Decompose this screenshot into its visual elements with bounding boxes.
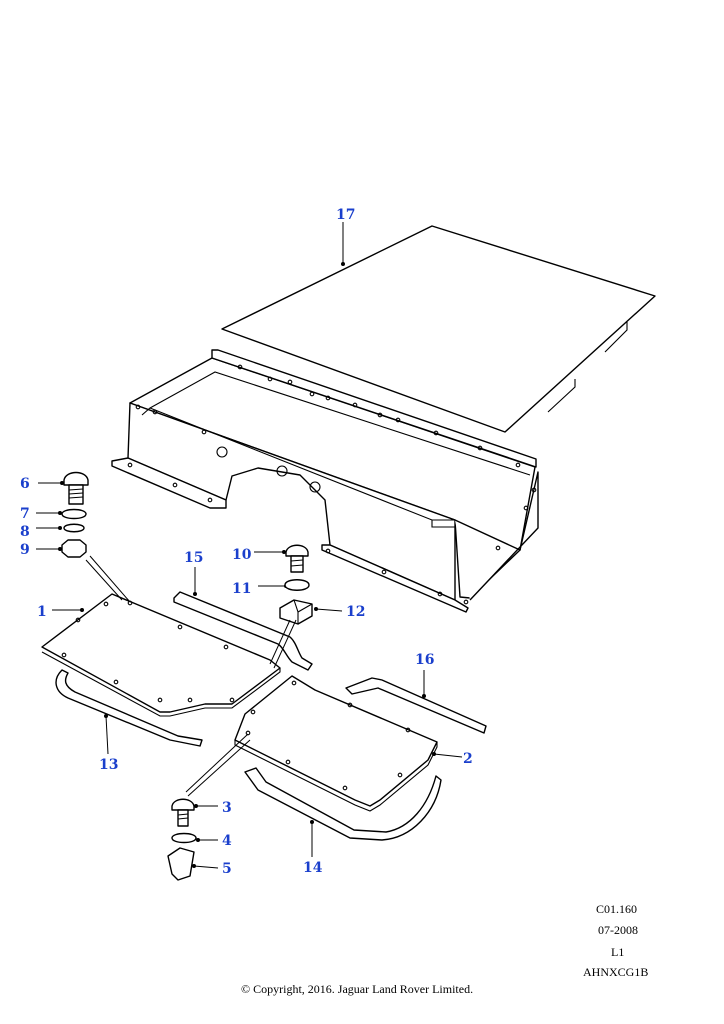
part-8-lockwasher [63,523,85,533]
part-9-nut [61,539,87,558]
part-7-washer [61,508,87,520]
callout-15[interactable]: 15 [184,550,203,566]
drawing-reference: AHNXCG1B [583,965,649,979]
part-15-strip [173,591,313,671]
part-11-washer [284,579,310,591]
callout-16[interactable]: 16 [415,652,434,668]
frame-holes [127,364,537,605]
part-12-clip [279,599,313,625]
part-13-seal [55,669,203,747]
part-3-screw [171,798,195,827]
leader-dots [58,262,436,868]
callout-12[interactable]: 12 [346,604,365,620]
callout-8[interactable]: 8 [20,524,30,540]
copyright-notice: © Copyright, 2016. Jaguar Land Rover Lim… [241,982,474,996]
callout-6[interactable]: 6 [20,476,30,492]
callout-labels: 17 6 7 8 9 1 15 10 11 12 16 2 13 3 4 5 1… [20,207,473,877]
callout-9[interactable]: 9 [20,542,30,558]
callout-2[interactable]: 2 [463,751,473,767]
part-10-screw [285,544,309,573]
callout-14[interactable]: 14 [303,860,323,876]
part-4-washer [171,832,197,844]
part-5-nut [167,847,195,881]
callout-5[interactable]: 5 [222,861,232,877]
part-1-panel [41,593,281,717]
callout-1[interactable]: 1 [37,604,47,620]
drawing-code: C01.160 [596,902,638,916]
leader-lines [36,222,463,869]
callout-4[interactable]: 4 [222,833,232,849]
part-6-screw [63,471,89,505]
box-frame [111,349,539,613]
part-17-panel [221,225,656,433]
drawing-level: L1 [611,945,625,959]
part-16-strip [345,677,487,734]
callout-10[interactable]: 10 [232,547,252,563]
callout-3[interactable]: 3 [222,800,232,816]
callout-7[interactable]: 7 [20,506,30,522]
callout-11[interactable]: 11 [232,581,251,597]
callout-13[interactable]: 13 [99,757,118,773]
drawing-date: 07-2008 [598,923,638,937]
part-14-seal [244,767,442,841]
callout-17[interactable]: 17 [336,207,355,223]
part-2-panel [234,675,438,812]
